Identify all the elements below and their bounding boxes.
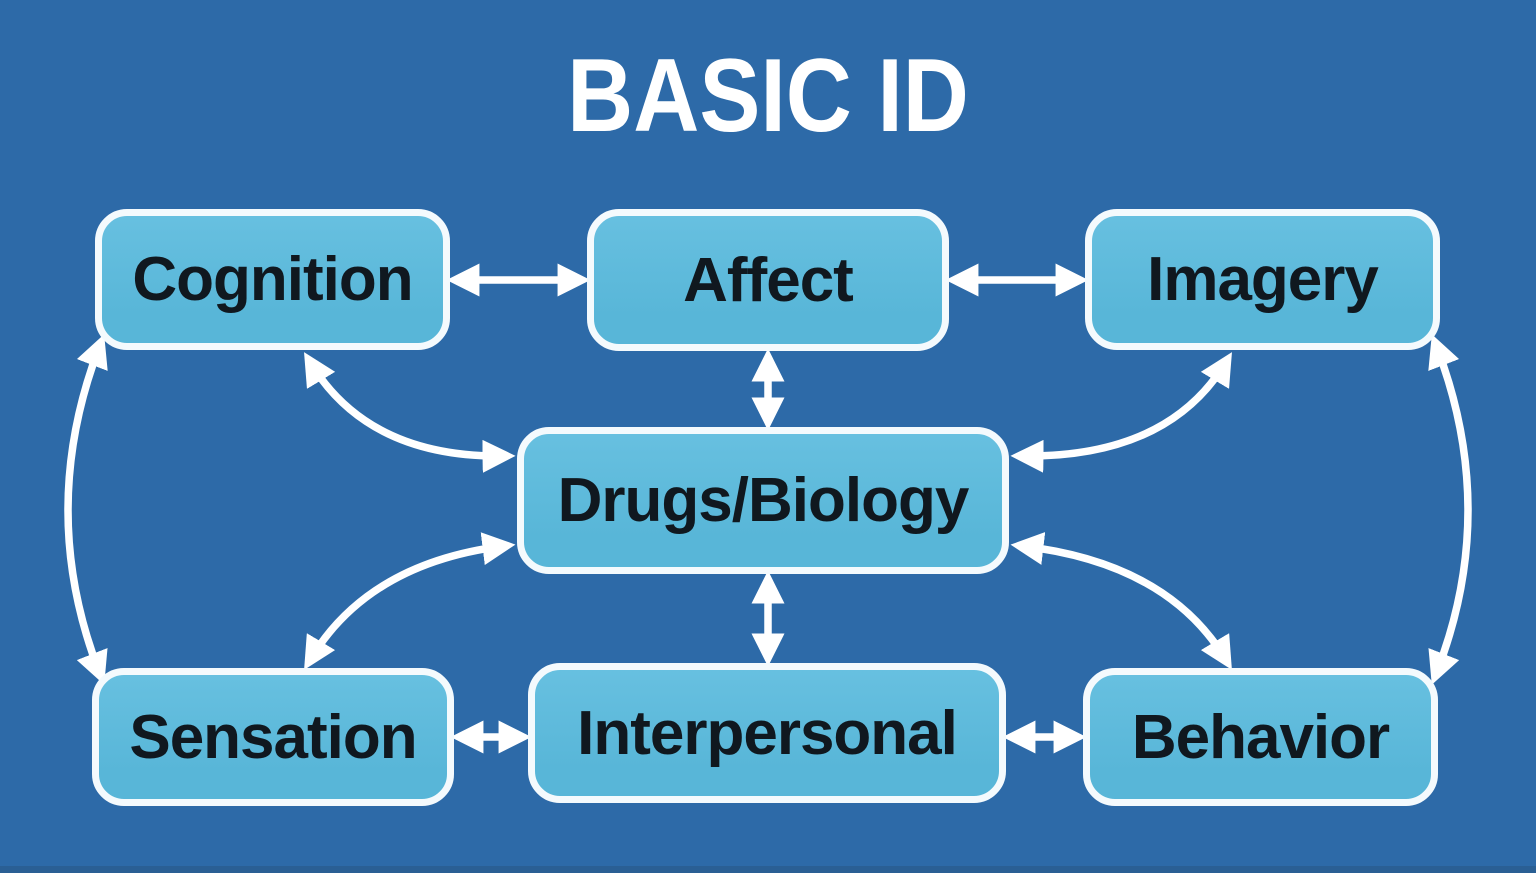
node-behavior: Behavior <box>1083 668 1438 806</box>
node-cognition-label: Cognition <box>132 245 413 314</box>
edge-imagery-behavior <box>1428 334 1472 685</box>
node-drugs-biology: Drugs/Biology <box>517 427 1009 574</box>
node-affect-label: Affect <box>683 245 854 315</box>
node-drugs-biology-label: Drugs/Biology <box>557 466 970 535</box>
node-affect: Affect <box>587 209 949 351</box>
bottom-edge-strip <box>0 866 1536 873</box>
node-cognition: Cognition <box>95 209 450 350</box>
node-behavior-label: Behavior <box>1131 702 1390 772</box>
node-imagery: Imagery <box>1085 209 1440 350</box>
edge-cognition-sensation <box>64 334 108 685</box>
node-imagery-label: Imagery <box>1147 245 1379 314</box>
node-interpersonal-label: Interpersonal <box>577 698 958 768</box>
diagram-title: BASIC ID <box>567 38 969 154</box>
edge-behavior-drugs <box>1010 532 1232 670</box>
edge-imagery-drugs <box>1010 352 1232 473</box>
node-interpersonal: Interpersonal <box>528 663 1006 803</box>
edge-cognition-drugs <box>304 352 516 473</box>
edge-sensation-drugs <box>304 532 516 670</box>
node-sensation: Sensation <box>92 668 454 806</box>
node-sensation-label: Sensation <box>129 702 417 772</box>
